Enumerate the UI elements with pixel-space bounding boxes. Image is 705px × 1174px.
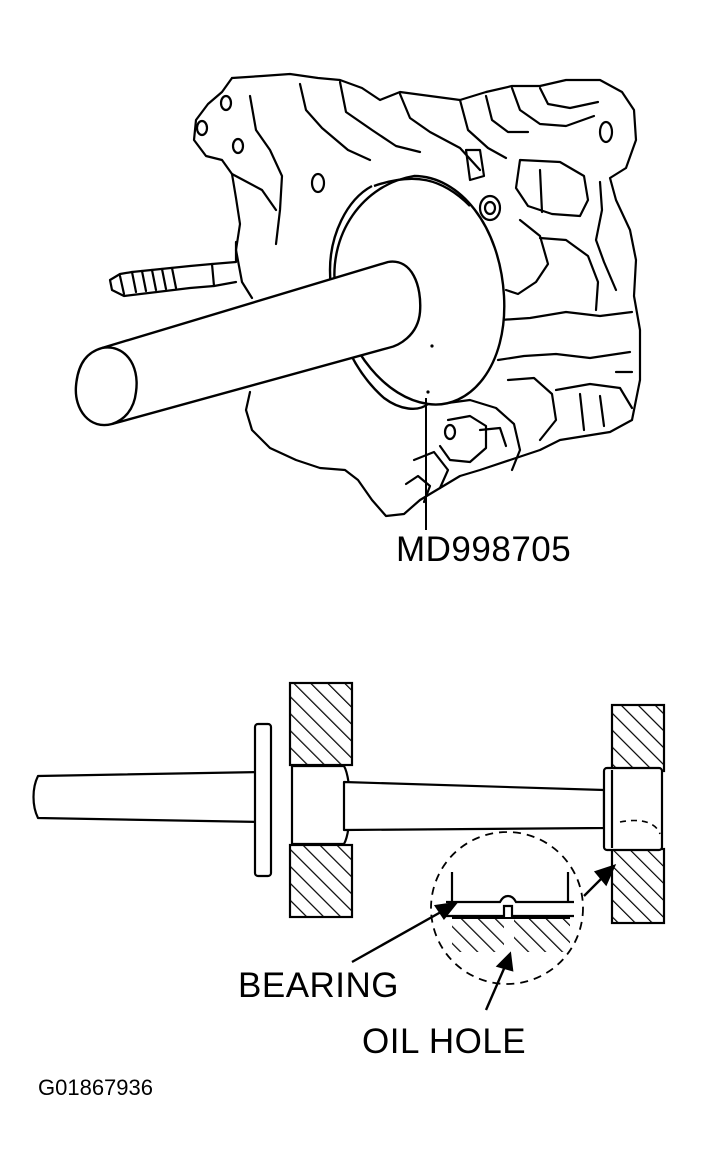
figure-id-label: G01867936 [38,1075,153,1100]
detail-circle [430,831,584,985]
oil-hole-label: OIL HOLE [362,1022,527,1061]
tool-number-label: MD998705 [396,530,572,569]
bearing-cross-section [32,681,666,985]
bearing-label: BEARING [238,966,400,1005]
left-wall-upper [288,681,354,767]
annotation-arrows [351,864,617,1011]
right-wall-lower [610,847,666,925]
right-wall-upper [610,703,666,773]
engine-block-illustration [108,72,642,518]
left-wall-lower [288,843,354,919]
installer-tool-md998705 [74,174,506,427]
